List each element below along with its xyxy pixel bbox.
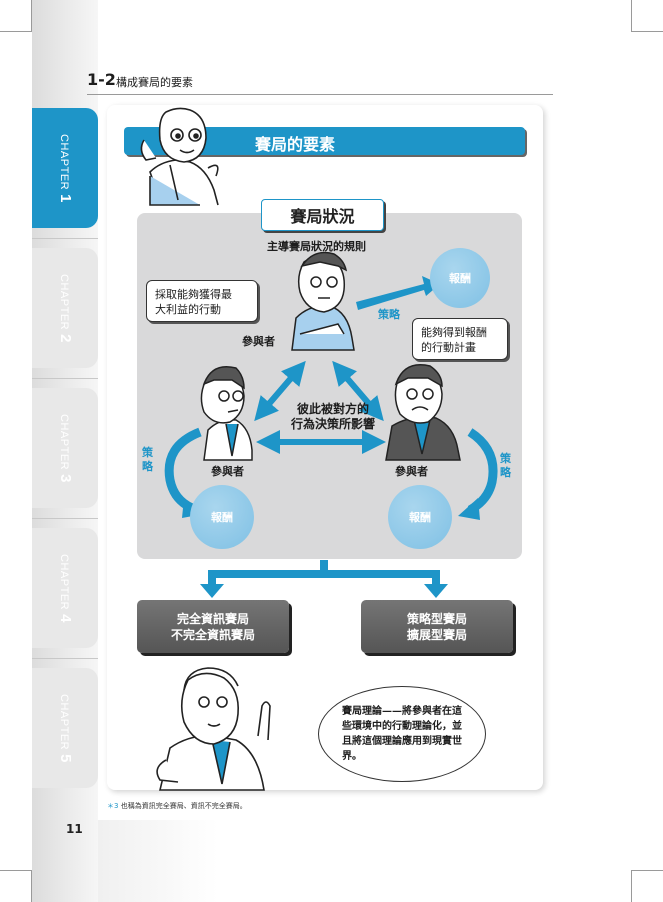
bubble-line: 採取能夠獲得最: [155, 288, 232, 301]
strategy-label-top: 策略: [378, 308, 400, 321]
player-label-right: 參與者: [395, 465, 428, 478]
strategy-arrow-left: [164, 427, 202, 513]
interaction-text: 彼此被對方的 行為決策所影響: [283, 402, 383, 432]
game-state-label: 賽局狀況: [261, 199, 384, 231]
strategy-label-right: 策略: [500, 452, 511, 479]
crop-mark: [0, 31, 32, 32]
interaction-arrows: [254, 360, 386, 454]
bubble-line: 大利益的行動: [155, 303, 221, 316]
payoff-label: 報酬: [449, 272, 471, 285]
crop-mark: [0, 870, 32, 871]
footnote-text: 也稱為資訊完全賽局、資訊不完全賽局。: [120, 802, 247, 810]
section-title: 構成賽局的要素: [116, 76, 193, 89]
tab-divider: [32, 378, 98, 379]
information-game-box: 完全資訊賽局 不完全資訊賽局: [137, 600, 289, 653]
strategy-label-left: 策略: [142, 446, 153, 473]
crop-mark: [631, 31, 663, 32]
player-label-top: 參與者: [242, 335, 275, 348]
interaction-line: 彼此被對方的: [296, 402, 369, 416]
figure-title: 賽局的要素: [254, 135, 335, 154]
crop-mark: [31, 870, 32, 902]
box-line: 擴展型賽局: [406, 627, 467, 642]
interaction-line: 行為決策所影響: [290, 417, 375, 431]
player-figure-top: [291, 251, 355, 351]
strategy-arrow-right-head: [458, 498, 480, 520]
crop-mark: [631, 870, 632, 902]
page-number: 11: [66, 822, 83, 836]
payoff-circle-right: 報酬: [388, 485, 452, 549]
crop-mark: [631, 0, 632, 32]
speech-text: 賽局理論——將參與者在這些環境中的行動理論化，並且將這個理論應用到現實世界。: [342, 706, 462, 762]
strategy-arrow-right: [467, 428, 498, 514]
player-label-left: 參與者: [211, 465, 244, 478]
header-rule: [87, 94, 553, 95]
chapter-tab-5[interactable]: CHAPTER5: [32, 668, 98, 788]
crop-mark: [31, 0, 32, 32]
tab-divider: [32, 518, 98, 519]
chapter-tab-2[interactable]: CHAPTER2: [32, 248, 98, 368]
footnote: ＊3 也稱為資訊完全賽局、資訊不完全賽局。: [107, 801, 247, 811]
chapter-tab-4[interactable]: CHAPTER4: [32, 528, 98, 648]
professor-illustration-bottom: [156, 667, 271, 791]
section-number: 1-2: [87, 70, 116, 89]
bubble-line: 的行動計畫: [421, 341, 476, 354]
payoff-label: 報酬: [409, 511, 431, 524]
rules-label: 主導賽局狀況的規則: [267, 240, 366, 253]
margin-fade: [98, 820, 218, 902]
chapter-tab-1[interactable]: CHAPTER1: [32, 108, 98, 228]
strategy-arrow-top: [356, 276, 440, 310]
bubble-payoff-plan: 能夠得到報酬 的行動計畫: [412, 318, 508, 360]
game-theory-speech-bubble: 賽局理論——將參與者在這些環境中的行動理論化，並且將這個理論應用到現實世界。: [318, 686, 486, 782]
professor-illustration: [140, 107, 219, 206]
player-figure-left: [200, 366, 253, 461]
chapter-tab-3[interactable]: CHAPTER3: [32, 388, 98, 508]
bubble-line: 能夠得到報酬: [421, 326, 487, 339]
payoff-circle-top: 報酬: [430, 248, 490, 308]
footnote-mark: ＊3: [107, 802, 119, 810]
crop-mark: [631, 870, 663, 871]
bubble-best-action: 採取能夠獲得最 大利益的行動: [146, 280, 258, 322]
payoff-label: 報酬: [211, 511, 233, 524]
box-line: 不完全資訊賽局: [170, 627, 255, 642]
player-figure-right: [385, 364, 461, 461]
payoff-circle-left: 報酬: [190, 485, 254, 549]
tab-divider: [32, 238, 98, 239]
game-form-box: 策略型賽局 擴展型賽局: [361, 600, 513, 653]
box-line: 完全資訊賽局: [176, 611, 249, 626]
box-line: 策略型賽局: [406, 611, 467, 626]
tab-divider: [32, 658, 98, 659]
split-arrows: [200, 560, 448, 598]
